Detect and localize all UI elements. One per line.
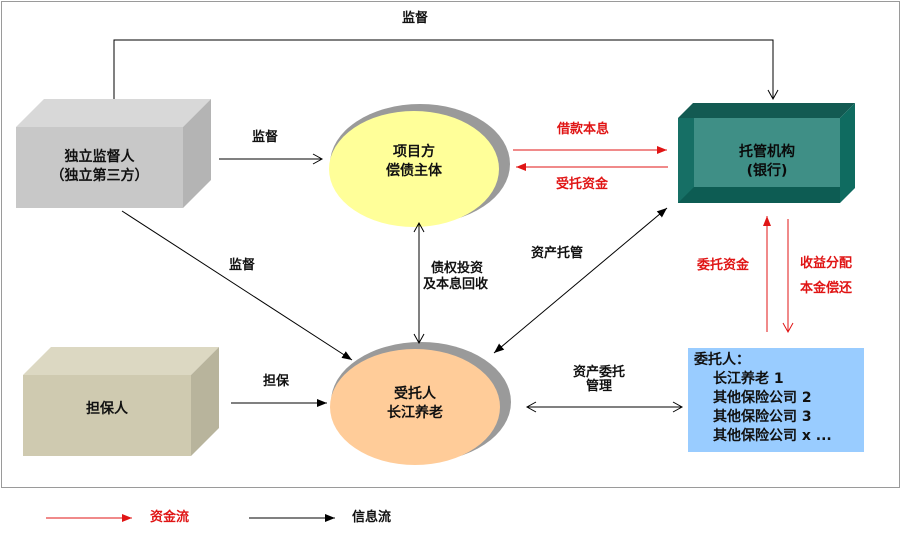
trustee-ellipse	[330, 342, 511, 465]
asset-management-line1: 资产委托	[573, 365, 626, 380]
asset-management-label: 资产委托 管理	[573, 366, 625, 394]
principal-item: 其他保险公司 x ...	[713, 428, 832, 444]
custodian-title: 托管机构	[739, 144, 795, 160]
debt-investment-line2: 及本息回收	[423, 277, 489, 292]
loan-interest-label: 借款本息	[557, 122, 610, 137]
supervisor-to-project-label: 监督	[252, 130, 279, 145]
supervisor-label: 独立监督人 （独立第三方）	[16, 148, 183, 186]
guarantee-label: 担保	[263, 374, 290, 389]
supervisor-subtitle: （独立第三方）	[50, 168, 149, 184]
trustee-title: 受托人	[394, 386, 436, 402]
asset-custody-label: 资产托管	[531, 246, 584, 261]
asset-custody-arrow	[493, 207, 668, 354]
principal-item: 其他保险公司 2	[713, 390, 812, 406]
custodian-box	[678, 103, 855, 203]
custodian-label: 托管机构 (银行)	[694, 143, 840, 181]
supervisor-to-trustee-arrow	[121, 210, 353, 361]
principal-item: 其他保险公司 3	[713, 409, 812, 425]
guarantor-box	[23, 347, 219, 456]
entrusted-funds-label: 委托资金	[697, 258, 750, 273]
returns-line1: 收益分配	[800, 256, 853, 271]
project-subtitle: 偿债主体	[386, 163, 442, 179]
custodian-subtitle: (银行)	[746, 163, 788, 179]
principal-item: 长江养老 1	[713, 371, 784, 387]
top-supervision-label: 监督	[402, 11, 429, 26]
debt-investment-label: 债权投资 及本息回收	[423, 261, 488, 293]
guarantor-label: 担保人	[23, 400, 191, 419]
trustee-label: 受托人 长江养老	[355, 385, 475, 423]
entrusted-funds-to-project-label: 受托资金	[556, 177, 609, 192]
diagram-frame	[1, 1, 900, 488]
returns-label: 收益分配 本金偿还	[800, 251, 852, 301]
debt-investment-line1: 债权投资	[431, 261, 484, 276]
top-supervision-arrow	[113, 39, 779, 101]
project-ellipse	[329, 104, 510, 227]
asset-management-line2: 管理	[586, 379, 613, 394]
legend-fund-flow-label: 资金流	[150, 510, 190, 525]
principals-title: 委托人：	[694, 352, 750, 368]
project-title: 项目方	[393, 144, 435, 160]
principals-box: 委托人： 长江养老 1 其他保险公司 2 其他保险公司 3 其他保险公司 x .…	[688, 348, 864, 452]
returns-line2: 本金偿还	[800, 281, 853, 296]
supervisor-box	[16, 99, 211, 208]
legend-info-flow-label: 信息流	[352, 510, 392, 525]
supervisor-title: 独立监督人	[64, 149, 135, 165]
trustee-subtitle: 长江养老	[387, 405, 443, 421]
guarantor-title: 担保人	[86, 401, 128, 417]
project-label: 项目方 偿债主体	[354, 143, 474, 181]
supervisor-to-trustee-label: 监督	[229, 258, 256, 273]
